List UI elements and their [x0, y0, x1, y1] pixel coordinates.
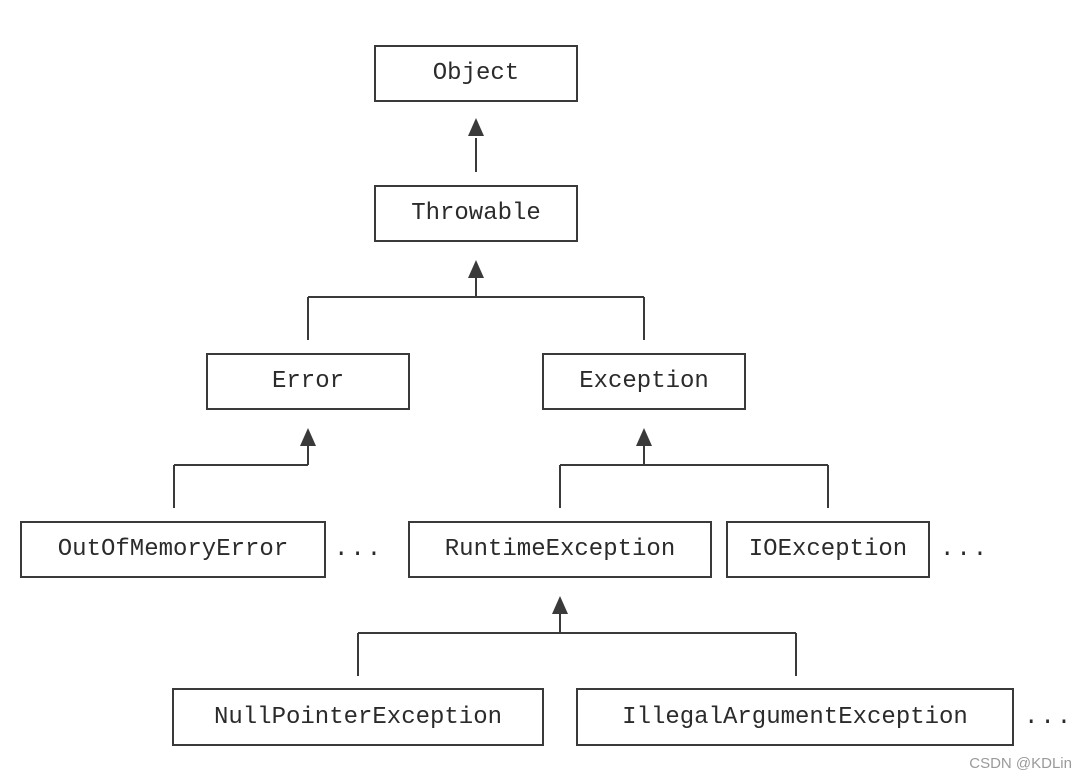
io-exception-class-box: IOException: [726, 521, 930, 578]
out-of-memory-error-class-box: OutOfMemoryError: [20, 521, 326, 578]
object-class-box: Object: [374, 45, 578, 102]
arrowhead-object: [468, 118, 484, 136]
error-class-box: Error: [206, 353, 410, 410]
arrowhead-exception: [636, 428, 652, 446]
runtime-exception-class-box: RuntimeException: [408, 521, 712, 578]
throwable-class-box: Throwable: [374, 185, 578, 242]
arrowhead-error: [300, 428, 316, 446]
arrowhead-runtime-exception: [552, 596, 568, 614]
illegal-argument-exception-class-box: IllegalArgumentException: [576, 688, 1014, 746]
null-pointer-exception-class-box: NullPointerException: [172, 688, 544, 746]
runtime-children-ellipsis: ...: [1024, 704, 1074, 731]
exception-class-box: Exception: [542, 353, 746, 410]
exception-children-ellipsis: ...: [940, 536, 990, 563]
arrowhead-throwable: [468, 260, 484, 278]
watermark-text: CSDN @KDLin: [969, 755, 1072, 772]
error-children-ellipsis: ...: [334, 536, 384, 563]
